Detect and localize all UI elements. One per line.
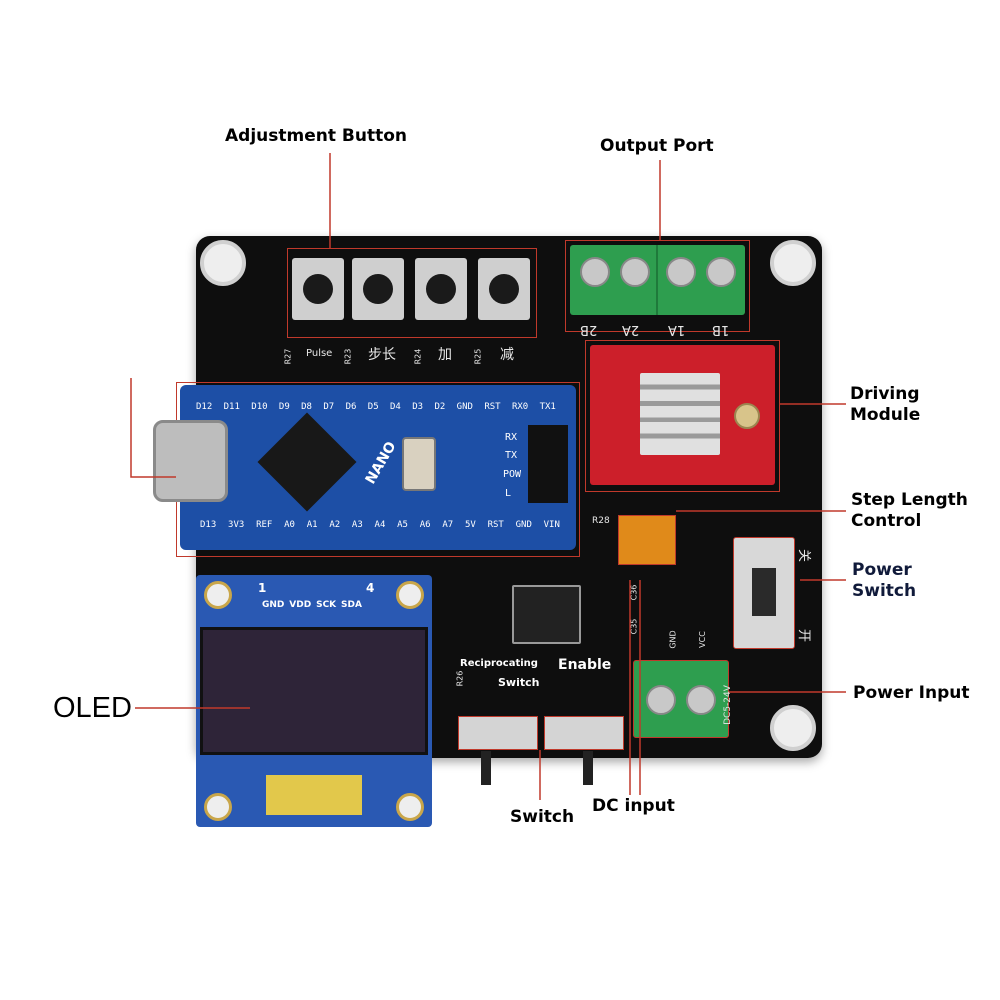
led-tx-label: TX — [505, 450, 518, 461]
output-terminal-block — [570, 245, 745, 315]
pin-label: 5V — [464, 520, 476, 530]
pin-label: A3 — [351, 520, 363, 530]
mounting-hole-top-left — [200, 240, 246, 286]
pin-label: RST — [484, 402, 501, 412]
mounting-hole-top-right — [770, 240, 816, 286]
pin-label: D4 — [390, 402, 401, 412]
pin-label: A1 — [306, 520, 318, 530]
pin-label: VIN — [543, 520, 560, 530]
pin-label: D8 — [301, 402, 312, 412]
output-port-group — [565, 240, 750, 332]
pin-label: D2 — [434, 402, 446, 412]
usb-c-port[interactable] — [153, 420, 228, 502]
enable-label: Enable — [558, 657, 612, 673]
pin-label: D11 — [223, 402, 240, 412]
reset-button[interactable] — [402, 437, 436, 491]
led-pow-label: POW — [503, 469, 522, 480]
arduino-nano: NANO — [180, 385, 576, 550]
silk-step-length-cn: 步长 — [368, 347, 396, 363]
callout-output-port: Output Port — [600, 136, 714, 156]
pin-label: A4 — [374, 520, 386, 530]
oled-pin-labels: GND VDD SCK SDA — [262, 600, 362, 610]
nano-header — [528, 425, 568, 503]
pin-label: RST — [487, 520, 504, 530]
callout-adjustment-button: Adjustment Button — [225, 126, 407, 146]
pin-label: D9 — [278, 402, 290, 412]
reciprocating-label-line2: Switch — [498, 676, 540, 689]
oled-screen — [200, 627, 428, 755]
mounting-hole-bottom-right — [770, 705, 816, 751]
pin-label: D12 — [196, 402, 213, 412]
oled-pin-label: GND — [262, 600, 285, 610]
callout-switch: Switch — [510, 807, 575, 827]
callout-oled: OLED — [53, 692, 132, 724]
oled-pin-label: SCK — [316, 600, 337, 610]
power-switch[interactable] — [733, 537, 795, 649]
pin-label: D7 — [323, 402, 335, 412]
button-add[interactable] — [415, 258, 467, 320]
led-l-label: L — [505, 488, 512, 499]
pin-label: D13 — [200, 520, 217, 530]
enable-switch[interactable] — [544, 716, 624, 785]
pin-label: D3 — [412, 402, 424, 412]
callout-step-length-control: Step Length Control — [851, 490, 968, 531]
driver-module-outline — [585, 340, 780, 492]
nano-bottom-pins: D13 3V3 REF A0 A1 A2 A3 A4 A5 A6 A7 5V R… — [200, 520, 560, 532]
reciprocating-switch[interactable] — [458, 716, 538, 785]
button-pulse[interactable] — [292, 258, 344, 320]
callout-power-switch: Power Switch — [852, 560, 917, 601]
pin-label: D10 — [251, 402, 268, 412]
pin-label: A5 — [397, 520, 408, 530]
oled-pin-label: VDD — [289, 600, 312, 610]
oled-pin-label: SDA — [341, 600, 362, 610]
silk-pulse: Pulse — [306, 348, 333, 359]
power-input-terminal — [633, 660, 729, 738]
callout-driving-module: Driving Module — [850, 384, 921, 425]
pin-label: GND — [456, 402, 473, 412]
silk-subtract-cn: 减 — [500, 347, 514, 363]
oled-module — [196, 575, 432, 827]
pin-label: REF — [256, 520, 273, 530]
callout-power-input: Power Input — [853, 683, 970, 703]
pin-label: RX0 — [511, 402, 529, 412]
pin-label: A7 — [442, 520, 454, 530]
reciprocating-label-line1: Reciprocating — [460, 658, 538, 669]
pin-label: GND — [515, 520, 532, 530]
voltage-regulator — [512, 585, 581, 644]
pin-label: A2 — [329, 520, 341, 530]
button-step-length[interactable] — [352, 258, 404, 320]
step-length-dip-switch[interactable] — [618, 515, 676, 565]
led-rx-label: RX — [505, 432, 518, 443]
pin-label: TX1 — [539, 402, 556, 412]
heatsink — [640, 373, 720, 455]
silk-r28: R28 — [592, 516, 610, 526]
pin-label: 3V3 — [228, 520, 245, 530]
pin-label: A6 — [419, 520, 431, 530]
nano-top-pins: D12 D11 D10 D9 D8 D7 D6 D5 D4 D3 D2 GND … — [196, 402, 556, 414]
pin-label: D5 — [367, 402, 379, 412]
oled-pin4: 4 — [366, 581, 375, 595]
adjustment-buttons-group — [287, 248, 537, 338]
pin-label: A0 — [284, 520, 295, 530]
pin-label: D6 — [345, 402, 357, 412]
button-subtract[interactable] — [478, 258, 530, 320]
oled-pin1: 1 — [258, 581, 267, 595]
potentiometer[interactable] — [734, 403, 760, 429]
callout-dc-input: DC input — [592, 796, 675, 816]
driver-module — [590, 345, 775, 485]
silk-add-cn: 加 — [438, 347, 452, 363]
